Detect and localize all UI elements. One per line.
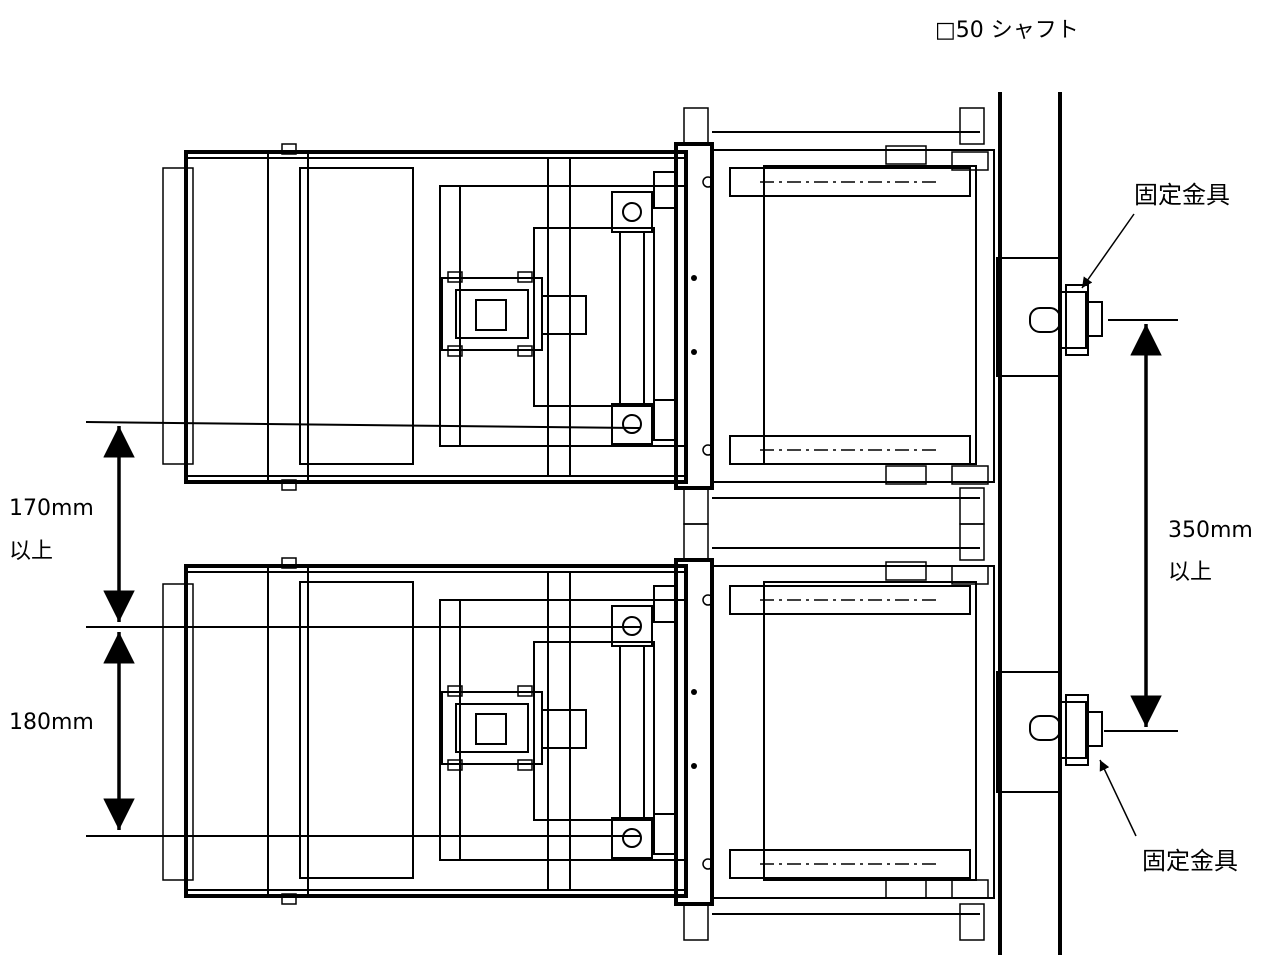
- unit-bottom: [162, 523, 995, 941]
- leader-bracket-top: [1081, 213, 1135, 289]
- shaft-clamp-bottom: [996, 671, 1060, 793]
- dim-350-label: 350mm: [1168, 518, 1253, 543]
- extension-lines-left: [85, 421, 641, 837]
- bracket-bolt-bottom: [1029, 694, 1103, 766]
- shaft-clamp-top: [996, 257, 1060, 377]
- leader-bracket-bottom: [1099, 759, 1137, 837]
- bracket-bolt-top: [1029, 284, 1103, 356]
- shaft-label: □50 シャフト: [935, 18, 1079, 43]
- dim-180-label: 180mm: [9, 710, 94, 735]
- shaft-50: [998, 92, 1062, 955]
- dim-170-sub-label: 以上: [9, 539, 54, 564]
- bracket-label-bottom: 固定金具: [1142, 847, 1238, 875]
- bracket-label-top: 固定金具: [1134, 181, 1230, 209]
- dimension-350mm: [1104, 319, 1178, 732]
- dim-350-sub-label: 以上: [1168, 560, 1213, 585]
- dim-170-label: 170mm: [9, 496, 94, 521]
- unit-top: [162, 107, 995, 525]
